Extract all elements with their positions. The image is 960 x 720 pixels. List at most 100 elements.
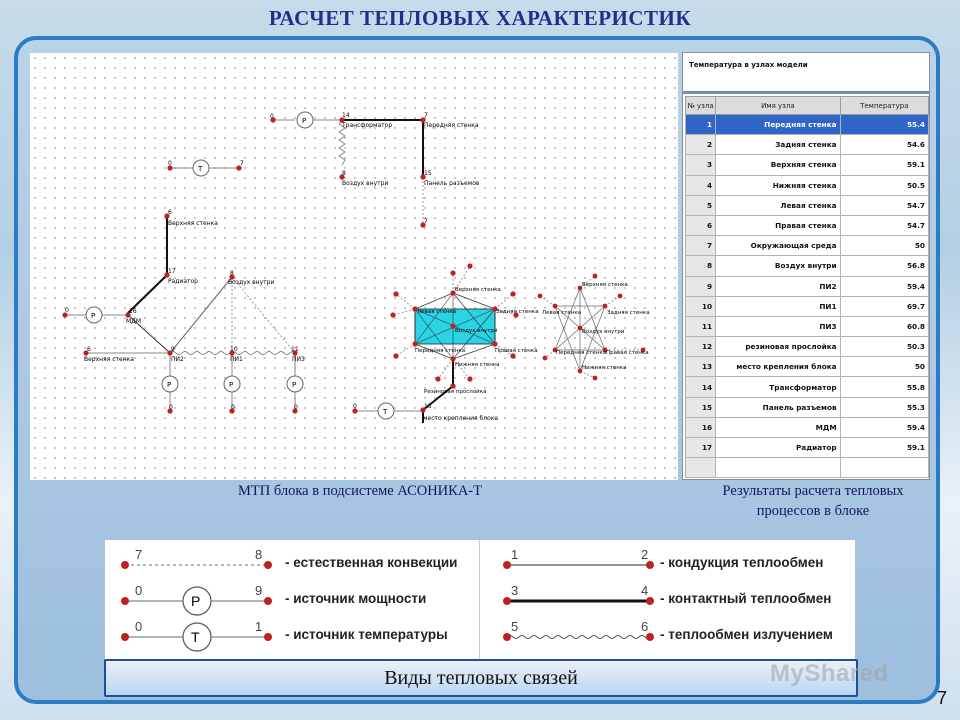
column-header-temp[interactable]: Температура: [839, 96, 930, 115]
node-label: Нижняя стенка: [582, 365, 627, 371]
legend-divider: [479, 540, 480, 660]
row-temp: 60.8: [839, 315, 930, 338]
link-radiation: [338, 119, 346, 166]
row-num: 13: [684, 356, 717, 378]
results-table-title: Температура в узлах модели: [689, 61, 808, 69]
row-num: 2: [684, 134, 717, 156]
row-temp: 50: [839, 356, 930, 378]
node-label: Правая стенка: [495, 348, 538, 354]
row-num: 7: [684, 235, 717, 257]
row-temp: 59.1: [839, 154, 930, 176]
node-label: МДМ: [126, 318, 141, 325]
row-name: Левая стенка: [715, 194, 841, 216]
row-temp: 59.4: [839, 275, 930, 297]
row-num: 16: [684, 416, 717, 439]
node-label: Воздух внутри: [455, 328, 498, 334]
legend-label-conduction: - кондукция теплообмен: [660, 555, 824, 570]
node-label: 0: [294, 404, 298, 411]
thermal-model-diagram: P 0 14 Трансформатор 7 Передняя стенка 8…: [30, 53, 678, 480]
row-num: 10: [684, 295, 717, 317]
node-label: 0: [65, 307, 69, 314]
legend-power-letter: P: [191, 593, 200, 609]
power-symbol-text: P: [91, 312, 95, 320]
node-label: 8: [230, 270, 234, 277]
legend-label-convection: - естественная конвекции: [285, 555, 458, 570]
row-num: 9: [684, 275, 717, 297]
node-label: Воздух внутри: [228, 279, 274, 286]
diagram-svg: P 0 14 Трансформатор 7 Передняя стенка 8…: [62, 111, 650, 423]
legend-label-radiation: - теплообмен излучением: [660, 627, 833, 642]
power-symbol-text: P: [167, 381, 171, 389]
row-num: 15: [684, 396, 717, 418]
row-temp: 69.7: [839, 295, 930, 317]
row-temp: 54.7: [839, 214, 930, 237]
legend-svg: 7 8 P 0 9 T 0 1 1 2 3 4 5 6: [121, 547, 654, 652]
row-name: Нижняя стенка: [715, 174, 841, 196]
row-name: резиновая прослойка: [715, 336, 841, 358]
node-label: 6: [87, 346, 91, 353]
legend-node-to: 1: [255, 619, 262, 634]
node-label: 0: [231, 404, 235, 411]
row-num: 3: [684, 154, 717, 176]
node-label: Левая стенка: [542, 310, 581, 316]
legend-node-to: 8: [255, 547, 262, 562]
column-header-name[interactable]: Имя узла: [715, 96, 841, 115]
node-label: Верхняя стенка: [84, 356, 134, 363]
page-number: 7: [937, 688, 948, 708]
node-label: Панель разъемов: [424, 180, 480, 187]
node-label: Трансформатор: [341, 122, 392, 129]
node-label: Правая стенка: [606, 350, 649, 356]
legend-node-from: 5: [511, 619, 518, 634]
power-symbol-text: P: [229, 381, 233, 389]
node-label: ПИ2: [171, 356, 184, 363]
legend-node-to: 6: [641, 619, 648, 634]
legend-label-power-source: - источник мощности: [285, 591, 427, 606]
node-label: 13: [424, 403, 432, 410]
node-label: 9: [171, 346, 175, 353]
node-label: Воздух внутри: [342, 180, 388, 187]
node-label: место крепления блока: [423, 415, 498, 422]
node-label: ПИ3: [292, 356, 305, 363]
legend-node-from: 3: [511, 583, 518, 598]
row-num: 14: [684, 376, 717, 398]
row-name: Панель разъемов: [715, 396, 841, 418]
row-temp: 56.8: [839, 255, 930, 277]
row-temp: 54.7: [839, 194, 930, 216]
node-label: 0: [168, 160, 172, 167]
legend-node-from: 0: [135, 619, 142, 634]
table-caption-line2: процессов в блоке: [756, 503, 870, 519]
slide-title: РАСЧЕТ ТЕПЛОВЫХ ХАРАКТЕРИСТИК: [268, 6, 692, 30]
legend-radiation-line: [506, 635, 651, 639]
node-label: Верхняя стенка: [582, 282, 628, 288]
row-name: Правая стенка: [715, 214, 841, 237]
row-temp: 50: [839, 235, 930, 257]
row-temp: 59.1: [839, 436, 930, 459]
node-label: 14: [342, 112, 350, 119]
node-label: 15: [424, 170, 432, 177]
column-header-num[interactable]: № узла: [684, 96, 717, 115]
row-name: Трансформатор: [715, 376, 841, 398]
row-temp: 50.5: [839, 174, 930, 196]
node-label: Передняя стенка: [415, 348, 465, 354]
node-label: Левая стенка: [417, 309, 456, 315]
node-label: 7: [424, 218, 428, 225]
row-name: Верхняя стенка: [715, 154, 841, 176]
node-label: 0: [270, 113, 274, 120]
